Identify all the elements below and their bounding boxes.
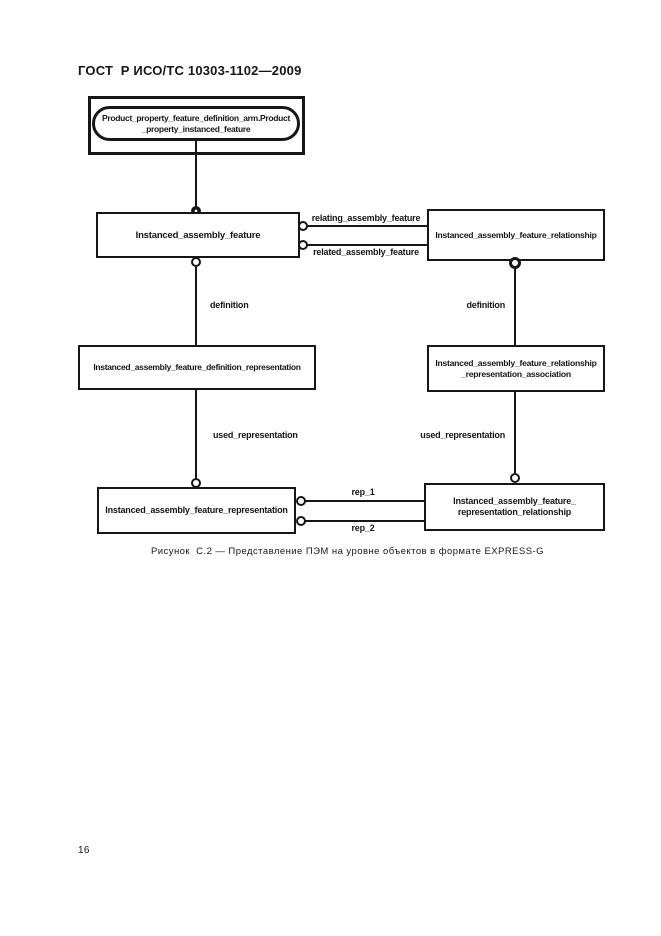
page-header-title: ГОСТ Р ИСО/ТС 10303-1102—2009 [78,63,302,78]
edge-relating-line [306,225,427,227]
entity-representation-relationship-label-line1: Instanced_assembly_feature_ [453,496,576,506]
edge-used-representation-left-line [195,390,197,478]
edge-related-line [306,244,427,246]
edge-arm-to-feature-endpoint-dot [191,206,201,216]
entity-instanced-assembly-feature-label: Instanced_assembly_feature [135,229,261,241]
edge-definition-right-label: definition [466,300,506,310]
entity-relationship-representation-association: Instanced_assembly_feature_relationship … [427,345,605,392]
entity-association-label-line1: Instanced_assembly_feature_relationship [435,357,597,368]
edge-rep1-line [304,500,424,502]
edge-used-representation-right-label: used_representation [420,430,505,440]
edge-definition-right-line [514,268,516,345]
entity-instanced-assembly-feature-definition-representation: Instanced_assembly_feature_definition_re… [78,345,316,390]
entity-instanced-assembly-feature: Instanced_assembly_feature [96,212,300,258]
entity-instanced-assembly-feature-relationship-label: Instanced_assembly_feature_relationship [435,229,597,240]
entity-representation-relationship-label-line2: representation_relationship [457,507,572,517]
entity-definition-representation-label: Instanced_assembly_feature_definition_re… [93,362,301,372]
edge-definition-left-label: definition [210,300,249,310]
page-number: 16 [78,845,90,856]
edge-relating-label: relating_assembly_feature [311,213,421,223]
edge-rep2-label: rep_2 [351,523,375,533]
edge-definition-right-circle [509,257,521,269]
entity-instanced-assembly-feature-relationship: Instanced_assembly_feature_relationship [427,209,605,261]
entity-representation-relationship: Instanced_assembly_feature_ representati… [424,483,605,531]
entity-association-label-line2: _representation_association [461,368,571,379]
edge-used-representation-left-label: used_representation [213,430,298,440]
entity-representation-label: Instanced_assembly_feature_representatio… [105,505,288,515]
edge-definition-left-line [195,267,197,345]
edge-arm-to-feature-line [195,139,197,212]
arm-reference-label-line1: Product_property_feature_definition_arm.… [101,113,291,123]
arm-reference-label-line2: _property_instanced_feature [141,123,251,134]
entity-instanced-assembly-feature-representation: Instanced_assembly_feature_representatio… [97,487,296,534]
edge-rep1-label: rep_1 [351,487,375,497]
arm-reference-node: Product_property_feature_definition_arm.… [92,106,300,141]
edge-used-representation-right-circle [510,473,520,483]
edge-used-representation-right-line [514,392,516,473]
edge-rep2-line [304,520,424,522]
edge-definition-left-circle [191,257,201,267]
figure-caption: Рисунок С.2 — Представление ПЭМ на уровн… [151,546,544,557]
edge-related-label: related_assembly_feature [313,247,419,257]
